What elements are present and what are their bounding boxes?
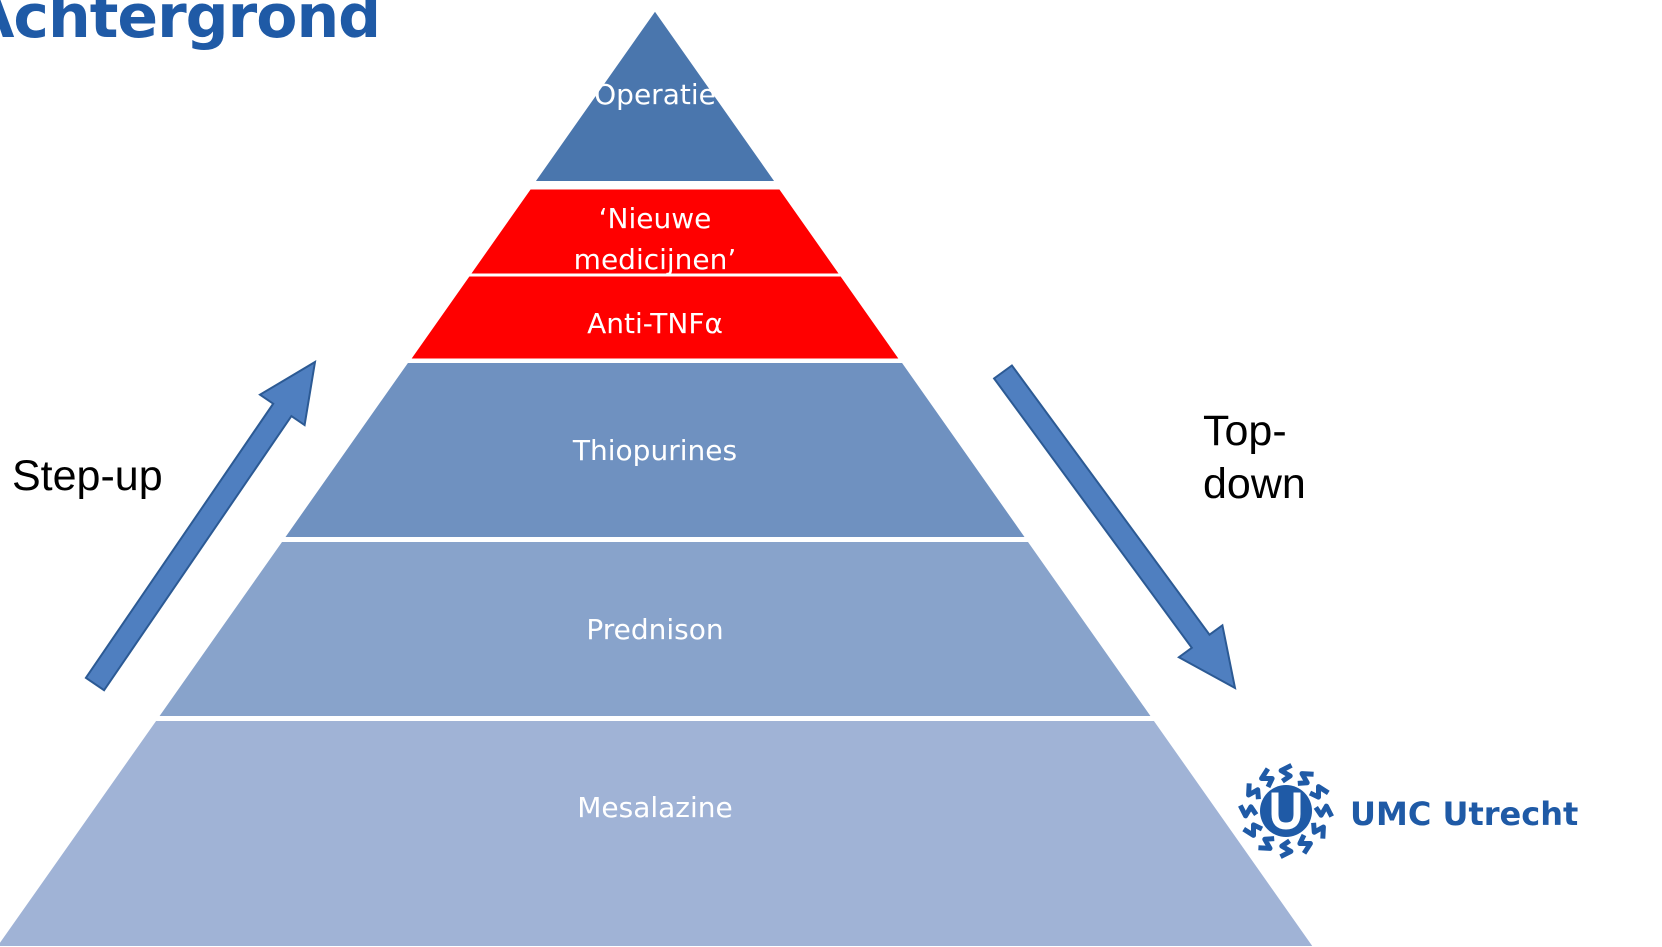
pyramid-label-operatie: Operatie (594, 78, 716, 111)
top-down-line-2: down (1203, 460, 1306, 508)
pyramid-level-prednison (155, 540, 1155, 718)
pyramid-level-mesalazine (0, 719, 1316, 947)
pyramid-label-nieuwe-2: medicijnen’ (574, 243, 737, 276)
step-up-arrow-icon (84, 360, 317, 692)
top-down-arrow-icon (992, 364, 1237, 690)
umc-sun-logo-icon (1238, 763, 1334, 859)
pyramid-label-thiopurines: Thiopurines (572, 434, 737, 467)
pyramid-label-mesalazine: Mesalazine (577, 791, 733, 824)
slide-title: Achtergrond (0, 0, 381, 52)
pyramid-level-antitnf (405, 273, 905, 362)
pyramid-label-prednison: Prednison (586, 613, 723, 646)
pyramid-label-antitnf: Anti-TNFα (587, 307, 723, 340)
top-down-line-1: Top- (1203, 407, 1287, 455)
top-down-label: Top- down (1203, 405, 1306, 511)
pyramid-level-operatie (532, 8, 778, 183)
pyramid-label-nieuwe-1: ‘Nieuwe (599, 202, 712, 235)
step-up-label: Step-up (12, 452, 163, 500)
pyramid-level-thiopurines (281, 361, 1029, 539)
umc-logo-text: UMC Utrecht (1350, 795, 1579, 833)
